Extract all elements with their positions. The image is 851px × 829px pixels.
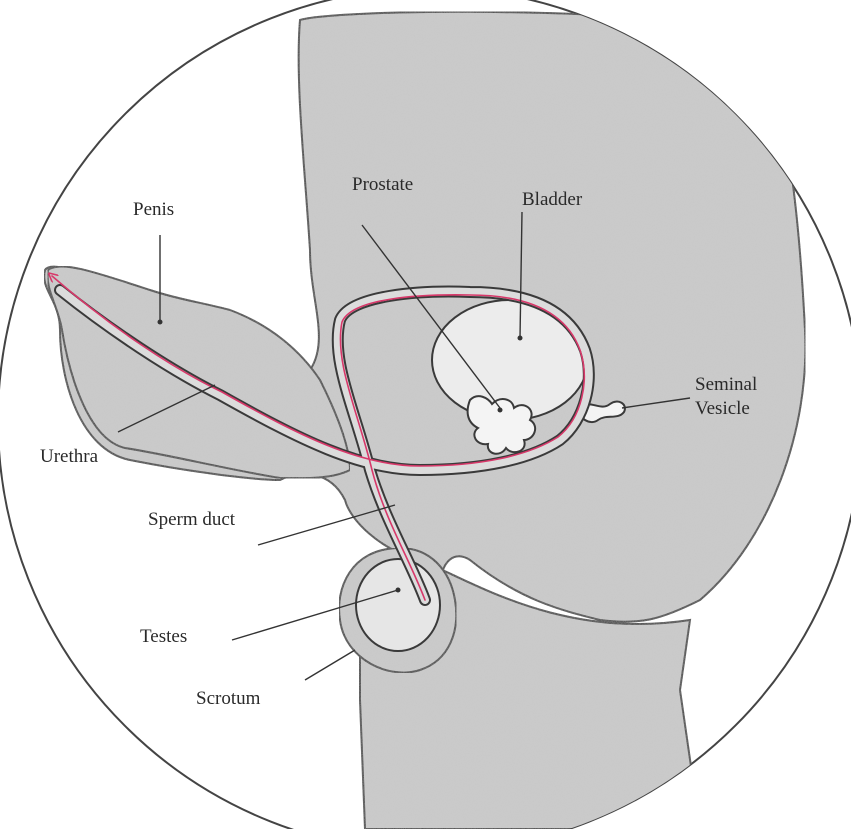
label-bladder: Bladder [522, 189, 583, 210]
label-penis: Penis [133, 199, 174, 220]
label-prostate: Prostate [352, 174, 413, 195]
bladder-dot [518, 336, 523, 341]
label-scrotum: Scrotum [196, 688, 261, 709]
label-seminal-vesicle-line1: Seminal [695, 374, 757, 395]
label-urethra: Urethra [40, 446, 99, 467]
label-testes: Testes [140, 626, 187, 647]
penis-dot [158, 320, 163, 325]
prostate-dot [498, 408, 503, 413]
label-sperm-duct: Sperm duct [148, 509, 236, 530]
testes-dot [396, 588, 401, 593]
label-seminal-vesicle-line2: Vesicle [695, 398, 750, 419]
